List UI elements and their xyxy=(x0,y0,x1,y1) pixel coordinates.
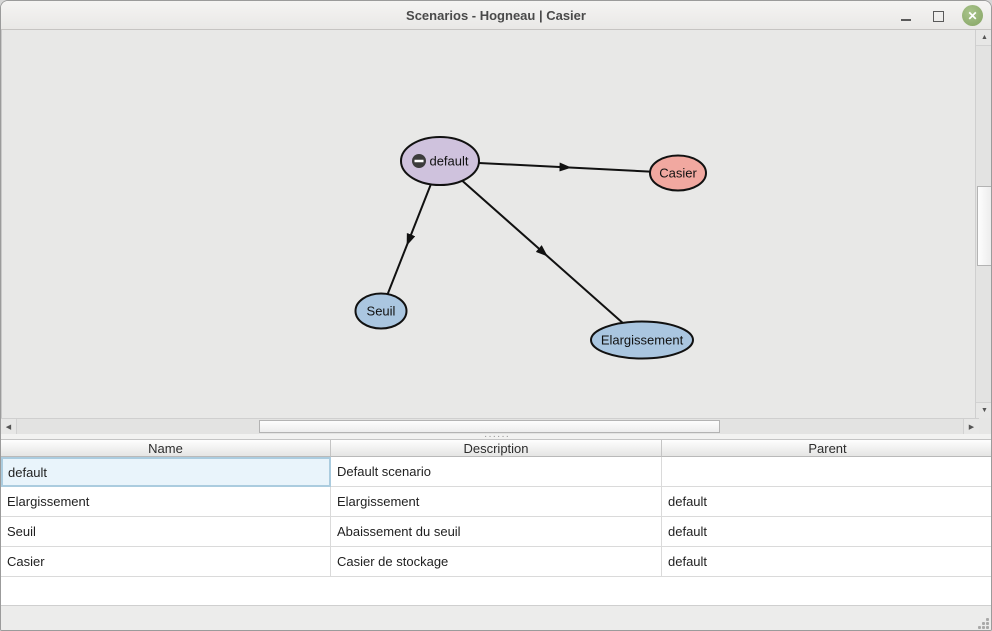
column-header-name[interactable]: Name xyxy=(1,439,331,457)
minimize-button[interactable] xyxy=(898,8,914,24)
node-ellipse xyxy=(590,320,694,360)
close-button[interactable]: ✕ xyxy=(962,5,983,26)
node-ellipse xyxy=(649,154,707,192)
table-row: Seuil Abaissement du seuil default xyxy=(1,517,991,547)
graph-node-default[interactable]: default xyxy=(400,136,480,186)
down-arrow-icon: ▼ xyxy=(981,407,988,414)
scroll-down-button[interactable]: ▼ xyxy=(976,402,991,418)
maximize-button[interactable] xyxy=(930,8,946,24)
minus-bar xyxy=(414,159,424,163)
minimize-icon xyxy=(901,18,911,21)
node-ellipse xyxy=(354,292,408,330)
graph-node-casier[interactable]: Casier xyxy=(649,154,707,192)
graph-edge-default-Seuil xyxy=(386,183,432,295)
cell-name-elargissement[interactable]: Elargissement xyxy=(1,487,331,517)
graph-node-elargissement[interactable]: Elargissement xyxy=(590,320,694,360)
cell-description[interactable]: Casier de stockage xyxy=(331,547,662,577)
cell-parent[interactable]: default xyxy=(662,517,991,547)
window-title: Scenarios - Hogneau | Casier xyxy=(406,7,586,23)
cell-parent[interactable]: default xyxy=(662,547,991,577)
pane-splitter[interactable]: ······ xyxy=(1,430,991,442)
splitter-grip-icon: ······ xyxy=(484,430,510,442)
graph-edge-default-Elargissement xyxy=(461,179,624,324)
cell-description[interactable]: Abaissement du seuil xyxy=(331,517,662,547)
node-label: Seuil xyxy=(367,304,396,319)
scroll-right-button[interactable]: ▶ xyxy=(963,419,979,434)
graph-edge-default-Casier xyxy=(478,161,651,173)
table-header-row: Name Description Parent xyxy=(1,439,991,457)
graph-node-seuil[interactable]: Seuil xyxy=(354,292,408,330)
horizontal-scrollbar-thumb[interactable] xyxy=(259,420,720,433)
window-controls: ✕ xyxy=(898,1,983,30)
horizontal-scrollbar[interactable]: ◀ ▶ xyxy=(1,418,979,434)
cell-description[interactable]: Default scenario xyxy=(331,457,662,487)
scroll-up-button[interactable]: ▲ xyxy=(976,30,991,46)
left-arrow-icon: ◀ xyxy=(5,423,12,431)
node-ellipse xyxy=(400,136,480,186)
cell-parent[interactable] xyxy=(662,457,991,487)
column-header-description[interactable]: Description xyxy=(331,439,662,457)
scenario-table: Name Description Parent default Default … xyxy=(1,439,991,605)
node-label: Casier xyxy=(659,166,697,181)
status-bar xyxy=(1,605,991,630)
right-arrow-icon: ▶ xyxy=(968,423,975,431)
cell-name-seuil[interactable]: Seuil xyxy=(1,517,331,547)
maximize-icon xyxy=(932,10,944,22)
node-label: default xyxy=(429,154,468,169)
table-row: Elargissement Elargissement default xyxy=(1,487,991,517)
scroll-left-button[interactable]: ◀ xyxy=(1,419,17,434)
vertical-scrollbar[interactable]: ▲ ▼ xyxy=(975,30,991,418)
column-header-parent[interactable]: Parent xyxy=(662,439,991,457)
table-row: Casier Casier de stockage default xyxy=(1,547,991,577)
node-label: Elargissement xyxy=(601,333,684,348)
title-bar: Scenarios - Hogneau | Casier ✕ xyxy=(1,1,991,30)
scrollbar-corner xyxy=(979,418,991,434)
close-icon: ✕ xyxy=(967,8,978,23)
cell-description[interactable]: Elargissement xyxy=(331,487,662,517)
vertical-scrollbar-thumb[interactable] xyxy=(977,186,991,266)
table-row: default Default scenario xyxy=(1,457,991,487)
cell-name-default[interactable]: default xyxy=(1,457,331,487)
resize-grip-icon[interactable] xyxy=(973,615,989,629)
cell-parent[interactable]: default xyxy=(662,487,991,517)
cell-name-casier[interactable]: Casier xyxy=(1,547,331,577)
up-arrow-icon: ▲ xyxy=(981,34,988,41)
